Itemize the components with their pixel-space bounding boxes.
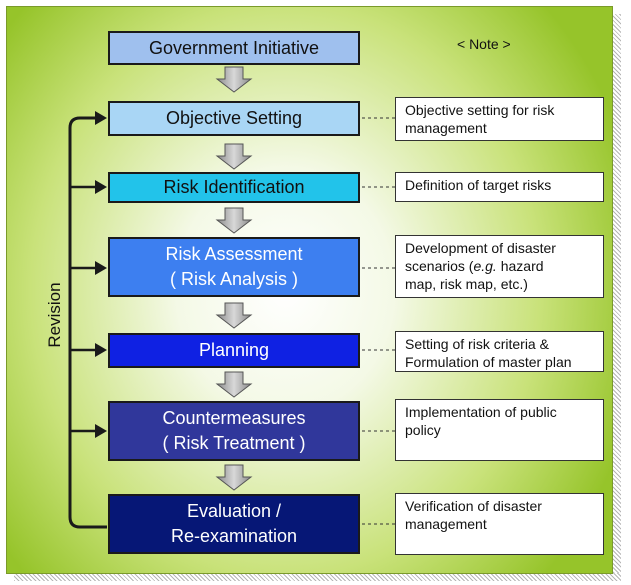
down-arrow-1 [215, 66, 253, 93]
note-objective-setting: Objective setting for risk management [395, 97, 604, 141]
step-line: Evaluation / [186, 501, 282, 521]
down-arrow-2 [215, 143, 253, 170]
note-planning: Setting of risk criteria & Formulation o… [395, 331, 604, 372]
note-header: < Note > [457, 36, 511, 52]
step-line: Countermeasures [162, 408, 306, 428]
down-arrow-6 [215, 464, 253, 491]
revision-label: Revision [45, 282, 64, 348]
frame-shadow-right [612, 14, 621, 580]
note-risk-assessment: Development of disaster scenarios (e.g. … [395, 235, 604, 298]
note-line: management [405, 516, 487, 532]
step-line: Risk Assessment [165, 244, 303, 264]
note-line-italic: e.g. [473, 258, 497, 274]
note-line: Implementation of public [405, 404, 557, 420]
note-line: map, risk map, etc.) [405, 276, 528, 292]
note-connectors [362, 117, 395, 525]
revision-arrowheads [95, 111, 107, 438]
note-line: Formulation of master plan [405, 354, 572, 370]
note-line: Setting of risk criteria & [405, 336, 549, 352]
step-line: Risk Identification [163, 177, 305, 197]
note-line: policy [405, 422, 441, 438]
note-evaluation: Verification of disaster management [395, 493, 604, 555]
step-line: ( Risk Analysis ) [169, 269, 299, 289]
note-countermeasures: Implementation of public policy [395, 399, 604, 461]
step-line: Government Initiative [148, 37, 320, 58]
step-line: Objective Setting [165, 108, 303, 128]
note-line: Definition of target risks [405, 177, 552, 193]
revision-arrow-identification [95, 180, 107, 194]
note-line: Development of disaster [405, 240, 556, 256]
revision-arrow-objective [95, 111, 107, 125]
step-planning: Planning [108, 333, 360, 368]
step-line: Planning [198, 340, 270, 360]
revision-arrow-countermeasures [95, 424, 107, 438]
step-countermeasures: Countermeasures ( Risk Treatment ) [108, 401, 360, 461]
step-objective-setting: Objective Setting [108, 101, 360, 136]
step-risk-assessment: Risk Assessment ( Risk Analysis ) [108, 237, 360, 297]
revision-arrow-assessment [95, 261, 107, 275]
step-line: Re-examination [170, 526, 298, 546]
revision-bracket [68, 116, 107, 529]
frame-shadow-bottom [14, 573, 621, 581]
revision-arrow-planning [95, 343, 107, 357]
down-arrow-3 [215, 207, 253, 234]
note-line: scenarios (e.g. hazard [405, 258, 544, 274]
step-line: ( Risk Treatment ) [162, 433, 306, 453]
note-line: Objective setting for risk [405, 102, 555, 118]
step-risk-identification: Risk Identification [108, 172, 360, 203]
down-arrow-4 [215, 302, 253, 329]
note-line: Verification of disaster [405, 498, 542, 514]
note-line: management [405, 120, 487, 136]
down-arrow-5 [215, 371, 253, 398]
note-risk-identification: Definition of target risks [395, 172, 604, 202]
step-evaluation: Evaluation / Re-examination [108, 494, 360, 554]
step-government-initiative: Government Initiative [108, 31, 360, 65]
